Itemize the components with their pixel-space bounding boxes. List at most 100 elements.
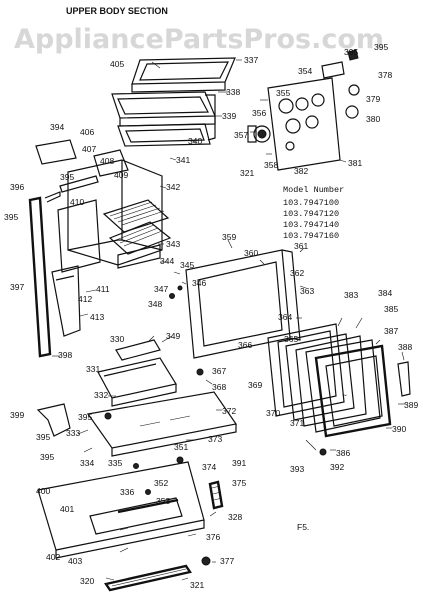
callout-376: 376 <box>206 532 220 542</box>
side-bracket <box>36 403 71 437</box>
callout-381: 381 <box>348 158 362 168</box>
oven-rack <box>102 199 172 255</box>
vent-duct-assembly <box>111 57 236 147</box>
callout-395-a: 395 <box>344 47 358 57</box>
callout-320: 320 <box>80 576 94 586</box>
watermark: AppliancePartsPros.com <box>14 24 384 55</box>
callout-382: 382 <box>294 166 308 176</box>
callout-335: 335 <box>108 458 122 468</box>
callout-347: 347 <box>154 284 168 294</box>
door-glass-layers: ~ <box>267 323 411 438</box>
callout-374: 374 <box>202 462 216 472</box>
callout-338: 338 <box>226 87 240 97</box>
callout-395-d: 395 <box>4 212 18 222</box>
callout-349: 349 <box>166 331 180 341</box>
model-number-3: 103.7947140 <box>283 220 339 230</box>
callout-321-a: 321 <box>190 580 204 590</box>
left-side-trim <box>28 175 99 358</box>
callout-413: 413 <box>90 312 104 322</box>
callout-375: 375 <box>232 478 246 488</box>
knob-368 <box>196 368 204 376</box>
callout-407: 407 <box>82 144 96 154</box>
callout-408: 408 <box>100 156 114 166</box>
callout-332: 332 <box>94 390 108 400</box>
callout-369: 369 <box>248 380 262 390</box>
callout-362: 362 <box>290 268 304 278</box>
callout-333: 333 <box>66 428 80 438</box>
figure-code: F5. <box>297 522 309 532</box>
callout-331: 331 <box>86 364 100 374</box>
callout-411: 411 <box>96 284 110 294</box>
handle-assembly <box>208 480 224 510</box>
callout-353: 353 <box>156 496 170 506</box>
callout-389: 389 <box>404 400 418 410</box>
callout-356: 356 <box>252 108 266 118</box>
screw-346 <box>176 456 184 464</box>
callout-402: 402 <box>46 552 60 562</box>
callout-405: 405 <box>110 59 124 69</box>
callout-370: 370 <box>266 408 280 418</box>
base-panel <box>86 391 238 457</box>
callout-403: 403 <box>68 556 82 566</box>
callout-334: 334 <box>80 458 94 468</box>
callout-348: 348 <box>148 299 162 309</box>
callout-366: 366 <box>238 340 252 350</box>
leader-lines <box>52 59 406 581</box>
model-number-1: 103.7947100 <box>283 198 339 208</box>
callout-394: 394 <box>50 122 64 132</box>
lower-control-panel <box>37 461 205 559</box>
callout-352: 352 <box>154 478 168 488</box>
callout-360: 360 <box>244 248 258 258</box>
callout-386: 386 <box>336 448 350 458</box>
callout-398: 398 <box>58 350 72 360</box>
callout-385: 385 <box>384 304 398 314</box>
model-number-block: Model Number 103.7947100 103.7947120 103… <box>283 185 344 241</box>
callout-392: 392 <box>330 462 344 472</box>
callout-384: 384 <box>378 288 392 298</box>
callout-372: 372 <box>222 406 236 416</box>
callout-365: 365 <box>284 334 298 344</box>
callout-412: 412 <box>78 294 92 304</box>
callout-377: 377 <box>220 556 234 566</box>
callout-340: 340 <box>188 136 202 146</box>
callout-380: 380 <box>366 114 380 124</box>
callout-371: 371 <box>290 418 304 428</box>
callout-364: 364 <box>278 312 292 322</box>
callout-410: 410 <box>70 197 84 207</box>
screw-336 <box>145 489 151 495</box>
callout-400: 400 <box>36 486 50 496</box>
callout-343: 343 <box>166 239 180 249</box>
callout-344: 344 <box>160 256 174 266</box>
callout-367: 367 <box>212 366 226 376</box>
model-header: Model Number <box>283 185 344 195</box>
model-number-4: 103.7947160 <box>283 231 339 241</box>
callout-387: 387 <box>384 326 398 336</box>
callout-373: 373 <box>208 434 222 444</box>
callout-409: 409 <box>114 170 128 180</box>
callout-378: 378 <box>378 70 392 80</box>
cover-plate <box>35 139 77 165</box>
svg-text:~: ~ <box>342 390 347 400</box>
callout-361: 361 <box>294 241 308 251</box>
callout-399: 399 <box>10 410 24 420</box>
section-title: UPPER BODY SECTION <box>66 6 168 16</box>
callout-395-f: 395 <box>36 432 50 442</box>
callout-328: 328 <box>228 512 242 522</box>
callout-359: 359 <box>222 232 236 242</box>
bottom-rod <box>104 556 211 592</box>
callout-321-b: 321 <box>240 168 254 178</box>
callout-337: 337 <box>244 55 258 65</box>
fastener-386 <box>319 448 327 456</box>
callout-342: 342 <box>166 182 180 192</box>
drawer-support <box>97 339 177 407</box>
callout-351: 351 <box>174 442 188 452</box>
model-number-2: 103.7947120 <box>283 209 339 219</box>
callout-345: 345 <box>180 260 194 270</box>
callout-379: 379 <box>366 94 380 104</box>
callout-339: 339 <box>222 111 236 121</box>
callout-406: 406 <box>80 127 94 137</box>
shield-plate <box>93 149 129 177</box>
callout-341: 341 <box>176 155 190 165</box>
callout-357: 357 <box>234 130 248 140</box>
